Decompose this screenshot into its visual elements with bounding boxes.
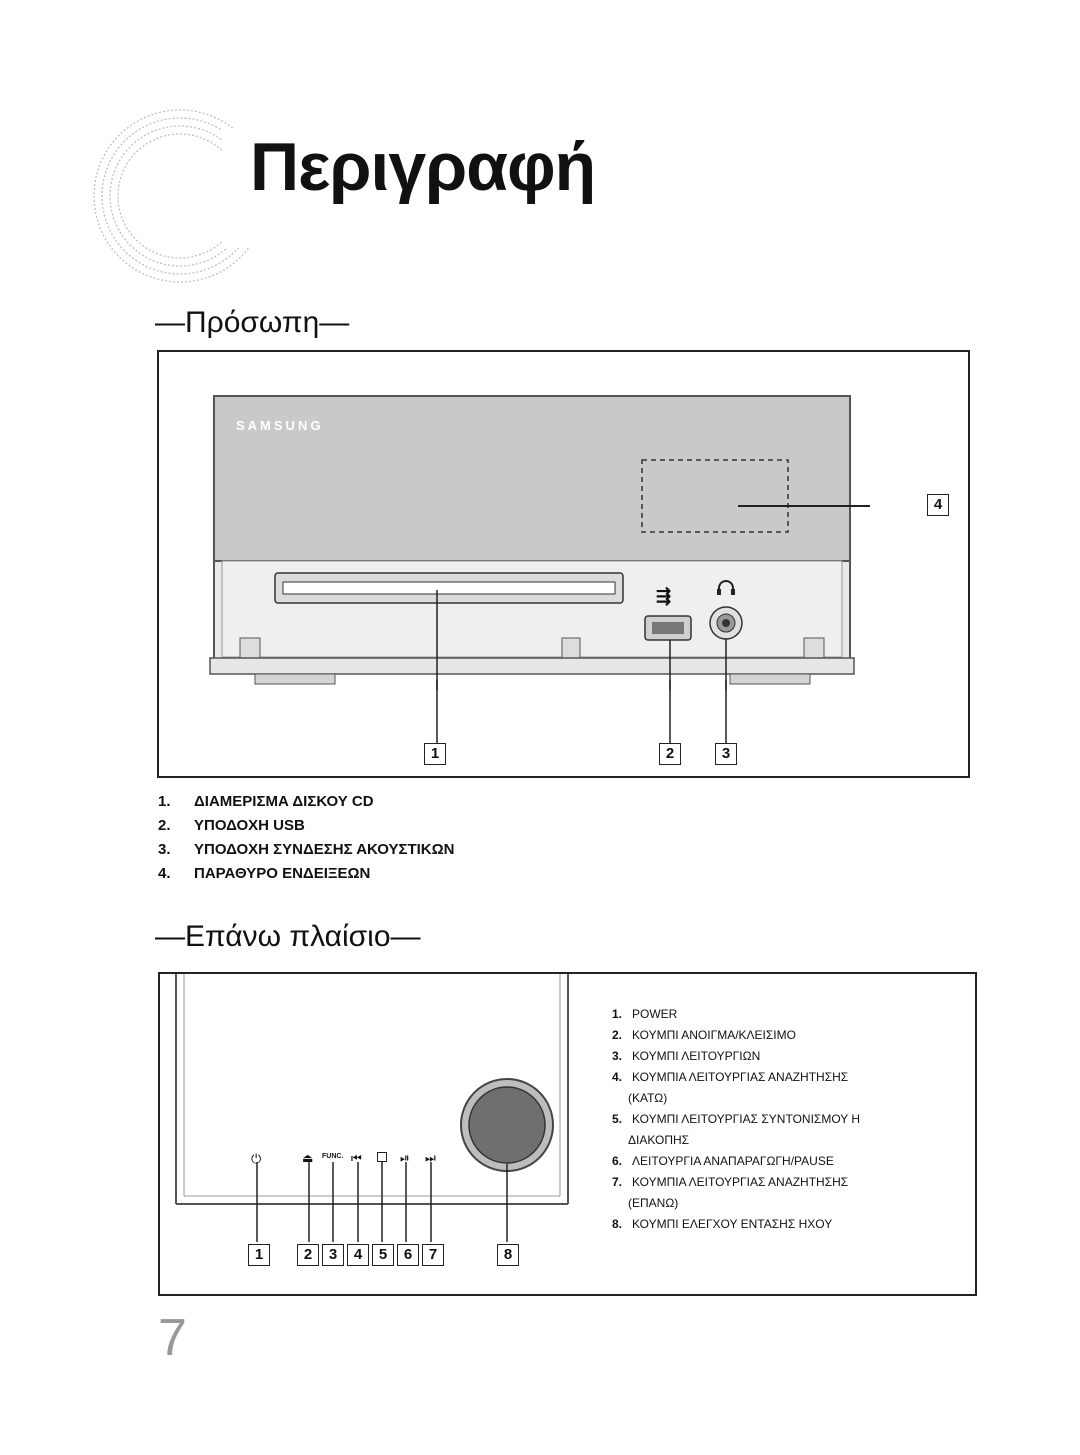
skip-forward-icon: ⏭ xyxy=(425,1151,436,1165)
list-item: 2.ΥΠΟΔΟΧΗ USB xyxy=(158,817,305,834)
binary-circle-icon xyxy=(93,109,282,283)
eject-icon: ⏏ xyxy=(302,1151,314,1165)
list-item: 1.POWER xyxy=(612,1007,678,1021)
power-icon: ⏻ xyxy=(251,1151,262,1166)
top-panel-illustration xyxy=(175,974,569,1242)
front-callout-3: 3 xyxy=(715,743,737,765)
top-callout-5: 5 xyxy=(372,1244,394,1266)
list-item-continuation: (ΚΑΤΩ) xyxy=(628,1091,668,1105)
list-item: 2.ΚΟΥΜΠΙ ΑΝΟΙΓΜΑ/ΚΛΕΙΣΙΜΟ xyxy=(612,1028,796,1042)
top-legend: 1.POWER 2.ΚΟΥΜΠΙ ΑΝΟΙΓΜΑ/ΚΛΕΙΣΙΜΟ 3.ΚΟΥΜ… xyxy=(612,1004,932,1235)
list-item: 3.ΚΟΥΜΠΙ ΛΕΙΤΟΥΡΓΙΩΝ xyxy=(612,1049,761,1063)
list-item: 1.ΔΙΑΜΕΡΙΣΜΑ ΔΙΣΚΟΥ CD xyxy=(158,793,374,810)
list-item: 3.ΥΠΟΔΟΧΗ ΣΥΝΔΕΣΗΣ ΑΚΟΥΣΤΙΚΩΝ xyxy=(158,841,455,858)
top-callout-4: 4 xyxy=(347,1244,369,1266)
top-callout-1: 1 xyxy=(248,1244,270,1266)
top-callout-7: 7 xyxy=(422,1244,444,1266)
list-item-continuation: (ΕΠΑΝΩ) xyxy=(628,1196,679,1210)
list-item: 8.ΚΟΥΜΠΙ ΕΛΕΓΧΟΥ ΕΝΤΑΣΗΣ ΗΧΟΥ xyxy=(612,1217,833,1231)
front-section-heading: —Πρόσωπη— xyxy=(155,306,350,339)
front-callout-4: 4 xyxy=(927,494,949,516)
headphones-icon xyxy=(717,580,735,595)
list-item: 6.ΛΕΙΤΟΥΡΓΙΑ ΑΝΑΠΑΡΑΓΩΓΗ/PAUSE xyxy=(612,1154,834,1168)
list-item: 5.ΚΟΥΜΠΙ ΛΕΙΤΟΥΡΓΙΑΣ ΣΥΝΤΟΝΙΣΜΟΥ Η xyxy=(612,1112,861,1126)
list-item: 4.ΠΑΡΑΘΥΡΟ ΕΝΔΕΙΞΕΩΝ xyxy=(158,865,371,882)
top-callout-2: 2 xyxy=(297,1244,319,1266)
skip-back-icon: ⏮ xyxy=(351,1151,362,1165)
front-figure-frame xyxy=(157,350,970,778)
front-callout-1: 1 xyxy=(424,743,446,765)
list-item-continuation: ΔΙΑΚΟΠΗΣ xyxy=(628,1133,690,1147)
list-item: 7.ΚΟΥΜΠΙΑ ΛΕΙΤΟΥΡΓΙΑΣ ΑΝΑΖΗΤΗΣΗΣ xyxy=(612,1175,849,1189)
top-section-heading: —Επάνω πλαίσιο— xyxy=(155,920,421,953)
brand-logo: SAMSUNG xyxy=(236,418,324,433)
top-callout-3: 3 xyxy=(322,1244,344,1266)
top-callout-6: 6 xyxy=(397,1244,419,1266)
front-leader-lines xyxy=(436,680,727,744)
front-panel-illustration xyxy=(209,395,870,690)
front-legend: 1.ΔΙΑΜΕΡΙΣΜΑ ΔΙΣΚΟΥ CD 2.ΥΠΟΔΟΧΗ USB 3.Υ… xyxy=(158,790,454,886)
func-label: FUNC. xyxy=(322,1153,344,1160)
front-callout-2: 2 xyxy=(659,743,681,765)
page-number: 7 xyxy=(158,1309,187,1367)
top-callout-8: 8 xyxy=(497,1244,519,1266)
stop-icon xyxy=(377,1152,387,1162)
play-pause-icon: ⏯ xyxy=(400,1151,410,1165)
top-figure-frame xyxy=(158,972,977,1296)
usb-icon: ⇶ xyxy=(656,586,672,606)
list-item: 4.ΚΟΥΜΠΙΑ ΛΕΙΤΟΥΡΓΙΑΣ ΑΝΑΖΗΤΗΣΗΣ xyxy=(612,1070,849,1084)
page-title: Περιγραφή xyxy=(250,129,596,205)
